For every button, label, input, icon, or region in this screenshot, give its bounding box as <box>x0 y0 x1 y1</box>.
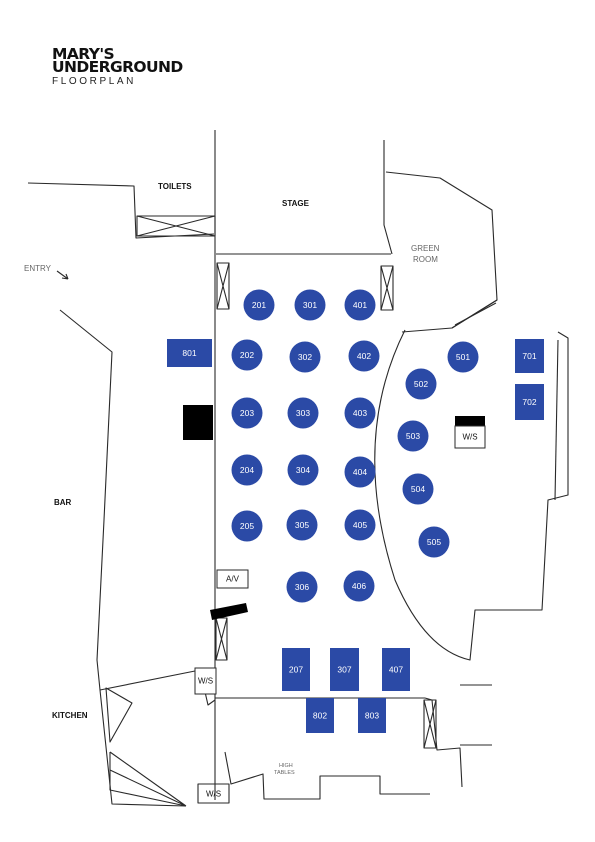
svg-text:201: 201 <box>252 300 266 310</box>
table-204[interactable]: 204 <box>231 454 263 486</box>
brand-title-line1: MARY'S <box>52 45 115 63</box>
ws-box-left: W/S <box>194 667 217 695</box>
bar-label: BAR <box>54 498 72 507</box>
svg-text:304: 304 <box>296 465 310 475</box>
kitchen-label: KITCHEN <box>52 711 88 720</box>
table-406[interactable]: 406 <box>343 570 375 602</box>
av-box: A/V <box>216 569 249 589</box>
table-307[interactable]: 307 <box>330 648 359 691</box>
svg-text:401: 401 <box>353 300 367 310</box>
svg-text:303: 303 <box>296 408 310 418</box>
table-405[interactable]: 405 <box>344 509 376 541</box>
table-402[interactable]: 402 <box>348 340 380 372</box>
table-201[interactable]: 201 <box>243 289 275 321</box>
table-304[interactable]: 304 <box>287 454 319 486</box>
svg-text:504: 504 <box>411 484 425 494</box>
svg-text:405: 405 <box>353 520 367 530</box>
svg-text:307: 307 <box>337 665 351 675</box>
rect-tables: 801 701 702 207 307 407 802 803 <box>167 339 544 733</box>
high-tables-label-line1: HIGH <box>279 763 293 769</box>
table-803[interactable]: 803 <box>358 698 386 733</box>
svg-text:305: 305 <box>295 520 309 530</box>
svg-text:205: 205 <box>240 521 254 531</box>
svg-text:503: 503 <box>406 431 420 441</box>
table-701[interactable]: 701 <box>515 339 544 373</box>
svg-text:W/S: W/S <box>198 677 213 686</box>
green-room-label-line2: ROOM <box>413 255 438 264</box>
table-504[interactable]: 504 <box>402 473 434 505</box>
brand-subtitle: FLOORPLAN <box>52 76 136 87</box>
table-505[interactable]: 505 <box>418 526 450 558</box>
entry-label: ENTRY <box>24 264 52 273</box>
table-702[interactable]: 702 <box>515 384 544 420</box>
svg-text:701: 701 <box>522 351 536 361</box>
svg-text:407: 407 <box>389 665 403 675</box>
table-404[interactable]: 404 <box>344 456 376 488</box>
svg-text:801: 801 <box>182 348 196 358</box>
entry-arrow-icon <box>56 270 69 280</box>
round-tables: 201 301 401 202 302 402 501 502 203 303 … <box>231 289 479 603</box>
svg-text:306: 306 <box>295 582 309 592</box>
stage-label: STAGE <box>282 199 310 208</box>
table-801[interactable]: 801 <box>167 339 212 367</box>
ws-box-bottom: W/S <box>206 790 221 799</box>
svg-text:W/S: W/S <box>462 433 477 442</box>
svg-text:207: 207 <box>289 665 303 675</box>
ws-block <box>455 416 485 426</box>
speaker-block <box>210 603 248 620</box>
table-303[interactable]: 303 <box>287 397 319 429</box>
table-305[interactable]: 305 <box>286 509 318 541</box>
toilets-label: TOILETS <box>158 182 192 191</box>
svg-text:301: 301 <box>303 300 317 310</box>
table-501[interactable]: 501 <box>447 341 479 373</box>
table-502[interactable]: 502 <box>405 368 437 400</box>
high-tables-label-line2: TABLES <box>274 770 295 776</box>
svg-text:302: 302 <box>298 352 312 362</box>
table-203[interactable]: 203 <box>231 397 263 429</box>
table-207[interactable]: 207 <box>282 648 310 691</box>
svg-text:403: 403 <box>353 408 367 418</box>
svg-text:202: 202 <box>240 350 254 360</box>
svg-text:204: 204 <box>240 465 254 475</box>
table-403[interactable]: 403 <box>344 397 376 429</box>
table-802[interactable]: 802 <box>306 698 334 733</box>
svg-text:203: 203 <box>240 408 254 418</box>
brand-logo: MARY'S UNDERGROUND FLOORPLAN <box>52 45 183 87</box>
table-301[interactable]: 301 <box>294 289 326 321</box>
svg-text:A/V: A/V <box>226 575 240 584</box>
svg-text:402: 402 <box>357 351 371 361</box>
green-room-label-line1: GREEN <box>411 244 440 253</box>
svg-text:404: 404 <box>353 467 367 477</box>
brand-title-line2: UNDERGROUND <box>52 58 183 76</box>
table-503[interactable]: 503 <box>397 420 429 452</box>
table-202[interactable]: 202 <box>231 339 263 371</box>
table-302[interactable]: 302 <box>289 341 321 373</box>
ws-box-right: W/S <box>454 425 486 449</box>
svg-text:406: 406 <box>352 581 366 591</box>
svg-text:502: 502 <box>414 379 428 389</box>
table-205[interactable]: 205 <box>231 510 263 542</box>
table-401[interactable]: 401 <box>344 289 376 321</box>
table-407[interactable]: 407 <box>382 648 410 691</box>
svg-text:702: 702 <box>522 397 536 407</box>
pillar-block <box>183 405 213 440</box>
svg-text:501: 501 <box>456 352 470 362</box>
svg-text:505: 505 <box>427 537 441 547</box>
svg-text:802: 802 <box>313 711 327 721</box>
table-306[interactable]: 306 <box>286 571 318 603</box>
svg-text:803: 803 <box>365 711 379 721</box>
